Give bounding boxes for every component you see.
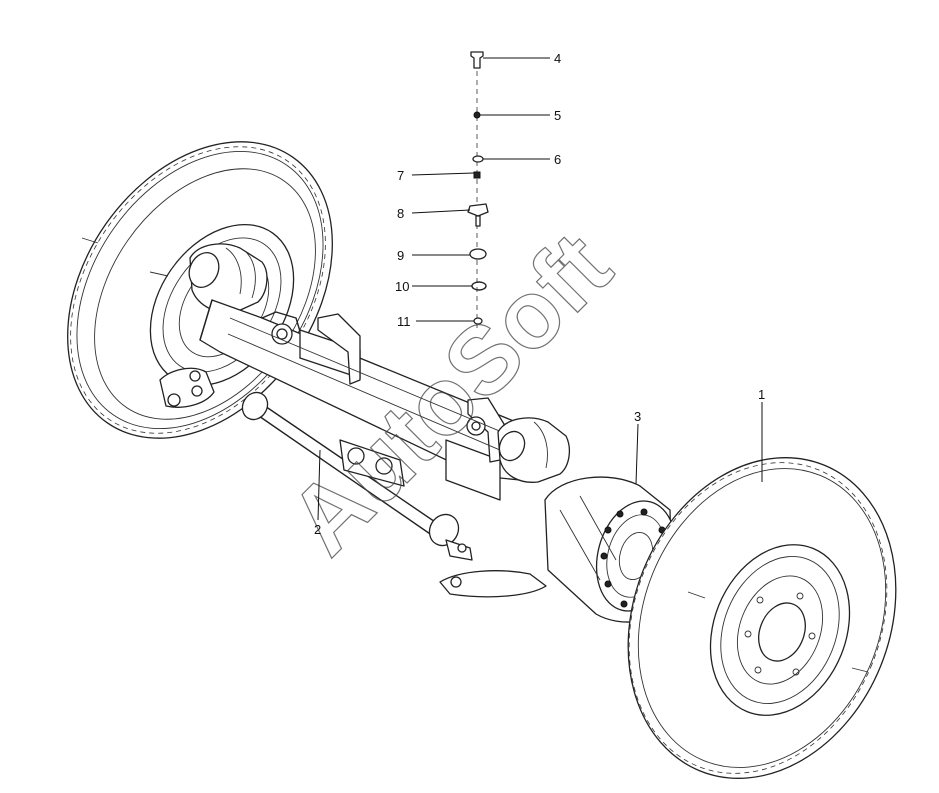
right-wheel: [627, 457, 897, 779]
pin-part-4: [470, 51, 484, 69]
callout-labels: 4 5 6 7 8 9 10 11 1 3 2: [314, 51, 765, 537]
left-brake-chamber: [159, 243, 268, 408]
callout-8: 8: [397, 206, 404, 221]
callout-11: 11: [397, 314, 411, 329]
callout-7: 7: [397, 168, 404, 183]
cap-part-8: [467, 203, 489, 227]
tie-rod: [241, 391, 473, 561]
callout-5: 5: [554, 108, 561, 123]
callout-4: 4: [554, 51, 561, 66]
grease-fitting-part-7: [473, 171, 481, 179]
nut-part-5: [473, 111, 481, 119]
callout-1: 1: [758, 387, 765, 402]
leader-lines: [317, 57, 763, 521]
callout-3: 3: [634, 409, 641, 424]
callout-9: 9: [397, 248, 404, 263]
kingpin-exploded-stack: [467, 51, 489, 330]
bushing-part-9: [469, 248, 487, 260]
right-brake-chamber: [497, 417, 571, 483]
callout-6: 6: [554, 152, 561, 167]
washer-part-6: [472, 155, 484, 163]
right-steering-arm: [439, 570, 547, 598]
callout-2: 2: [314, 522, 321, 537]
callout-10: 10: [395, 279, 409, 294]
axle-beam: [199, 299, 561, 501]
